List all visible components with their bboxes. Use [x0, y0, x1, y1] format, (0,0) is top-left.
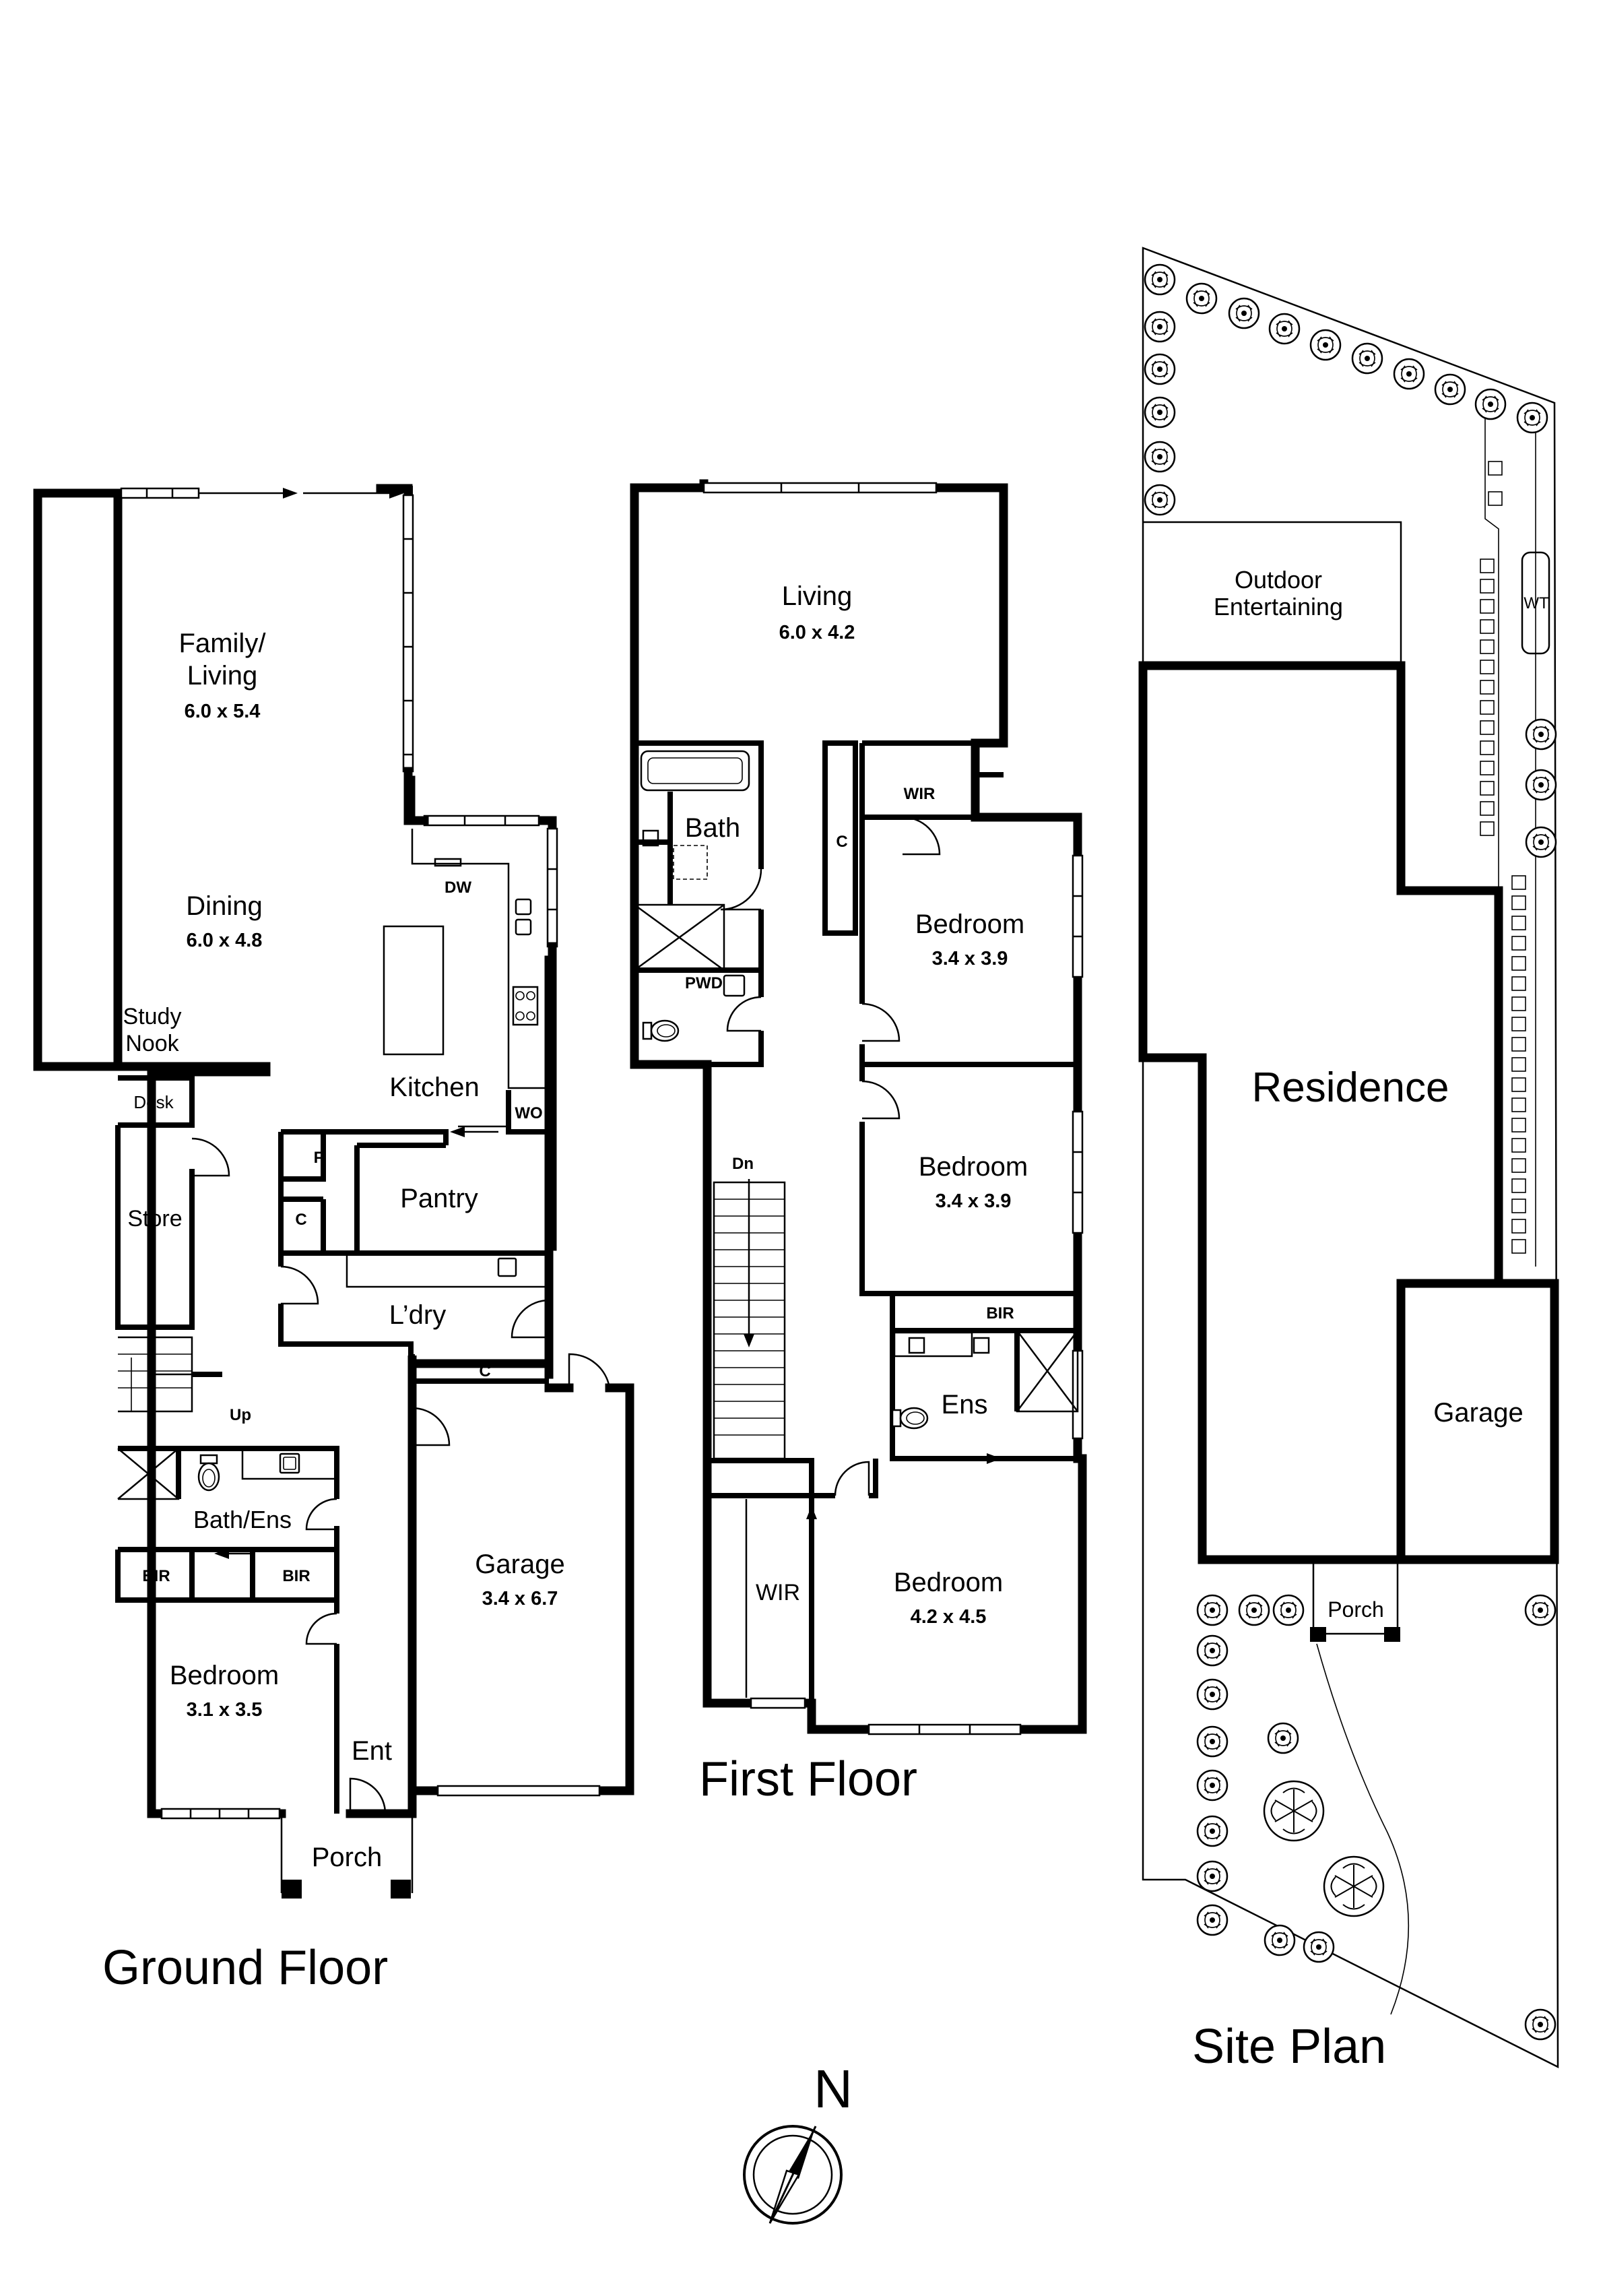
room-label: Family/Living — [179, 629, 267, 691]
bir-label: BIR — [142, 1567, 170, 1585]
family-name-2: Living — [187, 661, 258, 691]
ground-bedroom-label: Bedroom — [170, 1661, 279, 1690]
shower-icon — [634, 903, 725, 971]
ff-bedroom-2-label: Bedroom — [919, 1152, 1028, 1182]
sink-icon — [279, 1453, 300, 1474]
ff-bedroom-1-label: Bedroom — [915, 910, 1024, 939]
fridge-label: F — [314, 1149, 324, 1167]
pavers — [1480, 461, 1526, 1254]
bir-label: BIR — [282, 1567, 310, 1585]
ff-bedroom-3-label: Bedroom — [894, 1568, 1003, 1597]
north-label: N — [814, 2059, 853, 2119]
window — [867, 1723, 1022, 1735]
ground-garage-dims: 3.4 x 6.7 — [482, 1588, 558, 1609]
window — [120, 487, 200, 499]
desk-label: Desk — [133, 1092, 174, 1112]
bathtub-icon — [640, 750, 750, 792]
shower-icon — [1016, 1329, 1079, 1413]
ff-living-dims: 6.0 x 4.2 — [779, 622, 855, 643]
ff-bedroom-3-dims: 4.2 x 4.5 — [911, 1606, 987, 1628]
ff-ens-label: Ens — [942, 1390, 988, 1420]
kitchen-island — [383, 925, 445, 1056]
outdoor-name-1: Outdoor — [1235, 566, 1322, 594]
ff-bedroom-1-dims: 3.4 x 3.9 — [932, 948, 1008, 969]
first-floor-exterior-wall — [630, 479, 1087, 1734]
first-floor-title: First Floor — [699, 1752, 917, 1806]
stairs-up-label: Up — [230, 1406, 251, 1424]
study-name-2: Nook — [125, 1031, 179, 1056]
toilet-icon — [642, 1019, 680, 1042]
site-garage-outline — [1396, 1279, 1559, 1564]
window — [546, 827, 558, 948]
ground-porch-label: Porch — [312, 1843, 383, 1872]
toilet-icon — [197, 1454, 220, 1492]
cupboard-label: C — [295, 1211, 306, 1229]
window — [1072, 1110, 1084, 1234]
ff-bedroom-2-dims: 3.4 x 3.9 — [936, 1190, 1012, 1212]
ff-living-label: Living — [782, 581, 853, 611]
toilet-icon — [891, 1407, 929, 1430]
window — [423, 815, 540, 827]
dw-label: DW — [445, 879, 471, 897]
ff-cupboard-label: C — [836, 833, 847, 851]
residence-label: Residence — [1252, 1064, 1449, 1111]
ground-bedroom-dims: 3.1 x 3.5 — [187, 1699, 263, 1721]
ground-floor-exterior-wall — [33, 484, 557, 1818]
entry-label: Ent — [352, 1736, 392, 1766]
ff-wir-label: WIR — [756, 1580, 800, 1605]
laundry-label: L’dry — [389, 1300, 447, 1330]
ff-bath-label: Bath — [685, 813, 740, 843]
garage-door — [436, 1785, 601, 1797]
compass-icon: N — [743, 2059, 853, 2225]
site-garage-label: Garage — [1433, 1398, 1523, 1428]
kitchen-label: Kitchen — [389, 1073, 479, 1102]
ground-floor: Family/Living 6.0 x 5.4 Dining 6.0 x 4.8… — [33, 484, 634, 1995]
site-plan-title: Site Plan — [1192, 2020, 1386, 2074]
window — [160, 1808, 281, 1820]
ground-floor-title: Ground Floor — [102, 1941, 388, 1995]
ff-bir-label: BIR — [986, 1304, 1014, 1322]
family-dims: 6.0 x 5.4 — [185, 701, 261, 722]
dining-dims: 6.0 x 4.8 — [187, 930, 263, 951]
window — [1072, 854, 1084, 978]
first-floor: Living 6.0 x 4.2 Bath PWD WIR C Bedroom … — [630, 479, 1087, 1806]
ff-stairs-down-label: Dn — [732, 1155, 754, 1173]
outdoor-name-2: Entertaining — [1214, 593, 1343, 620]
ff-pwd-label: PWD — [685, 974, 723, 992]
water-tank-label: WT — [1524, 594, 1549, 612]
window — [750, 1697, 806, 1709]
store-label: Store — [127, 1206, 182, 1232]
bath-ens-label: Bath/Ens — [193, 1506, 292, 1533]
pantry-label: Pantry — [400, 1184, 478, 1213]
wo-label: WO — [515, 1104, 542, 1122]
family-name-1: Family/ — [179, 629, 267, 658]
site-boundary — [1142, 247, 1559, 2069]
window — [402, 494, 414, 773]
window — [702, 482, 938, 494]
stove-icon — [512, 986, 539, 1026]
site-porch-label: Porch — [1328, 1597, 1384, 1622]
ground-garage-label: Garage — [475, 1550, 564, 1579]
study-name-1: Study — [123, 1004, 182, 1029]
ff-wir-top-label: WIR — [904, 785, 936, 803]
tree-icon — [1263, 1780, 1385, 1917]
cupboard-label: C — [479, 1362, 490, 1380]
dining-label: Dining — [186, 891, 262, 921]
